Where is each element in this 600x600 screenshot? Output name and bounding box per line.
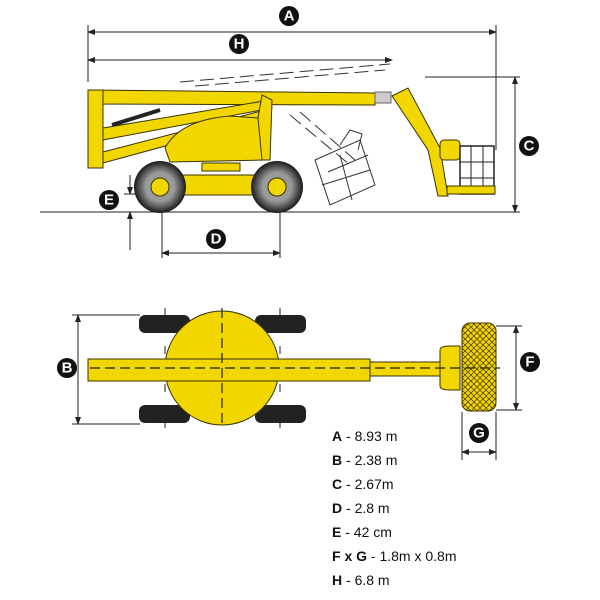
svg-text:H: H — [234, 36, 245, 53]
label-d-badge: D — [206, 229, 226, 249]
side-view — [40, 25, 520, 258]
label-f-badge: F — [520, 352, 540, 372]
boom-end — [87, 89, 104, 169]
platform-basket — [439, 139, 496, 195]
dimension-legend: A - 8.93 m B - 2.38 m C - 2.67m D - 2.8 … — [332, 428, 456, 596]
svg-text:E: E — [104, 192, 114, 209]
label-b-badge: B — [57, 358, 77, 378]
svg-text:F: F — [525, 354, 534, 371]
label-e-badge: E — [99, 190, 119, 210]
jib-arm — [391, 87, 449, 197]
top-view — [72, 308, 522, 460]
svg-text:D: D — [211, 231, 222, 248]
front-wheel — [134, 161, 186, 213]
legend-item-b: B - 2.38 m — [332, 452, 398, 468]
legend-item-a: A - 8.93 m — [332, 428, 398, 444]
svg-text:G: G — [473, 425, 485, 442]
legend-item-c: C - 2.67m — [332, 476, 394, 492]
ghost-basket — [314, 129, 376, 206]
label-h-badge: H — [229, 34, 249, 54]
svg-text:C: C — [524, 138, 535, 155]
legend-item-h: H - 6.8 m — [332, 572, 390, 588]
legend-item-e: E - 42 cm — [332, 524, 392, 540]
top-tires — [139, 315, 306, 423]
svg-text:B: B — [62, 360, 73, 377]
boom-top — [87, 358, 371, 382]
label-g-badge: G — [469, 423, 489, 443]
legend-item-fxg: F x G - 1.8m x 0.8m — [332, 548, 457, 564]
rear-wheel — [251, 161, 303, 213]
svg-text:A: A — [284, 8, 295, 25]
basket-top — [461, 322, 497, 412]
main-boom — [87, 89, 376, 106]
legend-item-d: D - 2.8 m — [332, 500, 390, 516]
label-c-badge: C — [519, 136, 539, 156]
label-a-badge: A — [279, 6, 299, 26]
